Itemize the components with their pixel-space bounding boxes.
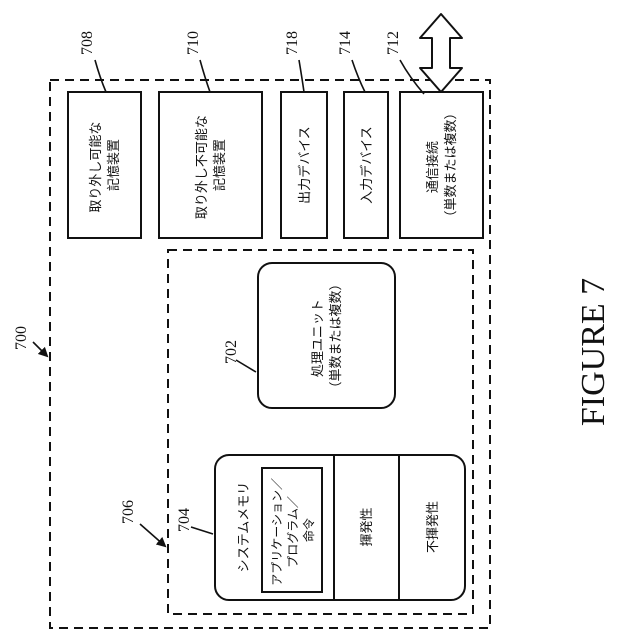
system-memory-box: システムメモリ アプリケーション／ プログラム／ 命令 揮発性 不揮発性 [215, 455, 465, 600]
communication-line-1: 通信接続 [425, 141, 441, 193]
svg-text:700: 700 [13, 326, 30, 350]
output-device-label: 出力デバイス [297, 126, 313, 204]
processing-unit-line-2: （単数または複数） [328, 277, 344, 394]
svg-text:揮発性: 揮発性 [360, 507, 375, 546]
svg-text:712: 712 [385, 31, 402, 55]
non-volatile-memory-label: 不揮発性 [426, 501, 441, 553]
ref-700: 700 [13, 326, 47, 356]
ref-712: 712 [385, 31, 424, 94]
ref-710: 710 [185, 31, 210, 92]
figure-label: FIGURE 7 [575, 278, 612, 426]
ref-708: 708 [79, 31, 106, 92]
non-removable-storage-line-2: 記憶装置 [212, 139, 228, 191]
applications-line-3: 命令 [301, 518, 316, 542]
ref-702: 702 [223, 340, 256, 372]
removable-storage-box: 取り外し可能な 記憶装置 [68, 92, 141, 238]
applications-line-2: プログラム／ [286, 496, 300, 568]
ref-704: 704 [176, 508, 213, 534]
system-memory-title: システムメモリ [237, 482, 252, 573]
removable-storage-line-2: 記憶装置 [106, 139, 122, 191]
svg-text:706: 706 [120, 500, 137, 524]
communication-line-2: （単数または複数） [443, 106, 459, 223]
communication-connection-box: 通信接続 （単数または複数） [400, 92, 483, 238]
ref-706: 706 [120, 500, 165, 546]
svg-text:718: 718 [284, 31, 301, 55]
svg-text:714: 714 [337, 31, 354, 55]
volatile-memory-label: 揮発性 [360, 507, 375, 546]
applications-line-1: アプリケーション／ [270, 478, 284, 586]
ref-714: 714 [337, 31, 365, 92]
processing-unit-box: 処理ユニット （単数または複数） [258, 263, 395, 408]
svg-text:出力デバイス: 出力デバイス [297, 126, 313, 204]
svg-text:不揮発性: 不揮発性 [426, 501, 441, 553]
non-removable-storage-line-1: 取り外し不可能な [195, 115, 210, 219]
svg-text:入力デバイス: 入力デバイス [359, 126, 375, 204]
input-device-box: 入力デバイス [344, 92, 388, 238]
input-device-label: 入力デバイス [359, 126, 375, 204]
processing-unit-line-1: 処理ユニット [311, 299, 326, 377]
svg-text:704: 704 [176, 508, 193, 532]
svg-text:708: 708 [79, 31, 96, 55]
removable-storage-line-1: 取り外し可能な [89, 122, 104, 213]
svg-text:710: 710 [185, 31, 202, 55]
svg-text:システムメモリ: システムメモリ [237, 482, 252, 573]
non-removable-storage-box: 取り外し不可能な 記憶装置 [159, 92, 262, 238]
output-device-box: 出力デバイス [281, 92, 327, 238]
ref-718: 718 [284, 31, 304, 92]
